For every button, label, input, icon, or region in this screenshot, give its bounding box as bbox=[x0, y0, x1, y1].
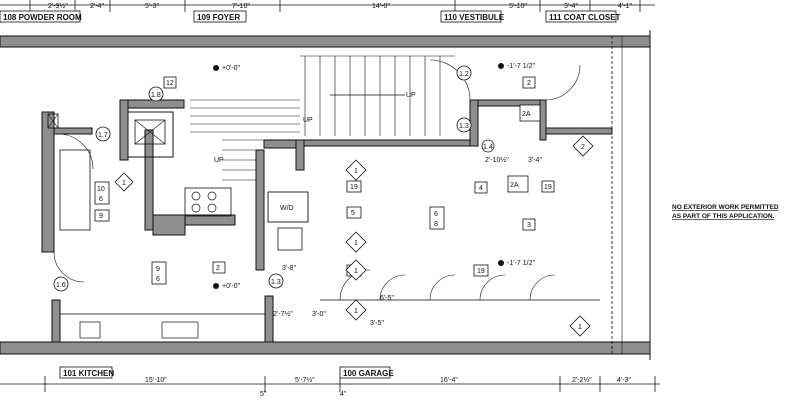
washer-dryer-label: W/D bbox=[280, 205, 294, 212]
elevation-foyer: +0'-0" bbox=[222, 65, 241, 72]
room-label-garage: 100 GARAGE bbox=[343, 369, 394, 378]
dim-top-5: 14'-0" bbox=[372, 3, 390, 10]
keynote-19-d: 19 bbox=[477, 268, 485, 275]
diamond-tag-1b: 1 bbox=[354, 168, 358, 175]
keynote-3: 3 bbox=[527, 222, 531, 229]
dim-interior-4: 3'-0" bbox=[312, 311, 326, 318]
dim-bottom-4: 2'-2½" bbox=[572, 376, 592, 384]
diamond-tag-1e: 1 bbox=[354, 268, 358, 275]
keynote-2-vestibule: 2 bbox=[527, 80, 531, 87]
dim-bottom-2: 5'-7½" bbox=[295, 376, 315, 384]
keynote-1-6: 1.6 bbox=[56, 282, 66, 289]
dim-interior-5: 3'-8" bbox=[282, 265, 296, 272]
dim-top-3: 5'-3" bbox=[145, 3, 159, 10]
stair-up-label-2: UP bbox=[303, 117, 313, 124]
keynote-6: 6 bbox=[434, 211, 438, 218]
elevation-vestibule: -1'-7 1/2" bbox=[507, 63, 535, 70]
general-note-line-2: AS PART OF THIS APPLICATION. bbox=[672, 213, 775, 220]
elevation-kitchen: +0'-0" bbox=[222, 283, 241, 290]
keynote-1-7: 1.7 bbox=[98, 132, 108, 139]
general-note-line-1: NO EXTERIOR WORK PERMITTED bbox=[672, 204, 779, 211]
bottom-dimension-line bbox=[0, 376, 660, 392]
keynote-4: 4 bbox=[479, 185, 483, 192]
dim-top-7: 3'-4" bbox=[564, 3, 578, 10]
room-label-kitchen: 101 KITCHEN bbox=[63, 369, 114, 378]
keynote-10: 10 bbox=[97, 186, 105, 193]
elevation-garage: -1'-7 1/2" bbox=[507, 260, 535, 267]
dim-bottom-3: 16'-4" bbox=[440, 377, 458, 384]
diamond-tag-2: 2 bbox=[581, 144, 585, 151]
keynote-19-b: 19 bbox=[350, 184, 358, 191]
room-label-vestibule: 110 VESTIBULE bbox=[444, 13, 505, 22]
diamond-tag-1d: 1 bbox=[354, 308, 358, 315]
interior-walls bbox=[41, 99, 613, 343]
dim-bottom-1: 15'-10" bbox=[145, 377, 167, 384]
door-swings bbox=[53, 59, 581, 301]
keynote-12: 12 bbox=[166, 80, 174, 87]
stair-up-label-1: UP bbox=[406, 92, 416, 99]
dim-top-8: 4'-1" bbox=[618, 3, 632, 10]
diamond-tag-1c: 1 bbox=[354, 240, 358, 247]
dim-interior-1: 2'-10½" bbox=[485, 156, 509, 164]
dim-interior-6: 3'-5" bbox=[370, 320, 384, 327]
dim-top-2: 2'-4" bbox=[90, 3, 104, 10]
keynote-2-kitchen: 2 bbox=[216, 265, 220, 272]
keynote-9-powder: 9 bbox=[99, 213, 103, 220]
diamond-tag-1f: 1 bbox=[578, 324, 582, 331]
keynote-9-kitchen: 9 bbox=[156, 266, 160, 273]
keynote-1-2: 1.2 bbox=[459, 71, 469, 78]
dim-bottom-6: 5" bbox=[260, 391, 267, 398]
dim-interior-2: 3'-4" bbox=[528, 157, 542, 164]
diamond-tag-1a: 1 bbox=[122, 180, 126, 187]
dim-bottom-7: 4" bbox=[340, 391, 347, 398]
room-label-coat-closet: 111 COAT CLOSET bbox=[549, 13, 621, 22]
keynote-2a-2: 2A bbox=[510, 182, 519, 189]
keynote-2a-1: 2A bbox=[522, 111, 531, 118]
keynote-6-powder: 6 bbox=[99, 196, 103, 203]
dim-top-6: 5'-10" bbox=[509, 3, 527, 10]
dim-bottom-5: 4'-3" bbox=[617, 377, 631, 384]
keynote-6-kitchen: 6 bbox=[156, 276, 160, 283]
room-label-foyer: 109 FOYER bbox=[197, 13, 240, 22]
dim-interior-3: 2'-7½" bbox=[273, 310, 293, 318]
keynote-1-4: 1.4 bbox=[483, 144, 493, 151]
keynote-19-a: 19 bbox=[544, 184, 552, 191]
keynote-1-3b: 1.3 bbox=[271, 279, 281, 286]
dim-top-4: 7'-10" bbox=[232, 3, 250, 10]
stair-up-label-3: UP bbox=[214, 157, 224, 164]
keynote-1-3: 1.3 bbox=[459, 123, 469, 130]
dim-interior-7: 6'-5" bbox=[380, 295, 394, 302]
dim-top-1: 2'-9½" bbox=[48, 2, 68, 10]
keynote-8: 8 bbox=[434, 221, 438, 228]
room-label-powder-room: 108 POWDER ROOM bbox=[3, 13, 82, 22]
keynote-5: 5 bbox=[351, 210, 355, 217]
stair-treads bbox=[190, 55, 455, 181]
elevation-markers: +0'-0" -1'-7 1/2" -1'-7 1/2" +0'-0" bbox=[213, 63, 535, 290]
keynote-1-8: 1.8 bbox=[151, 92, 161, 99]
top-dimension-line bbox=[0, 0, 655, 12]
